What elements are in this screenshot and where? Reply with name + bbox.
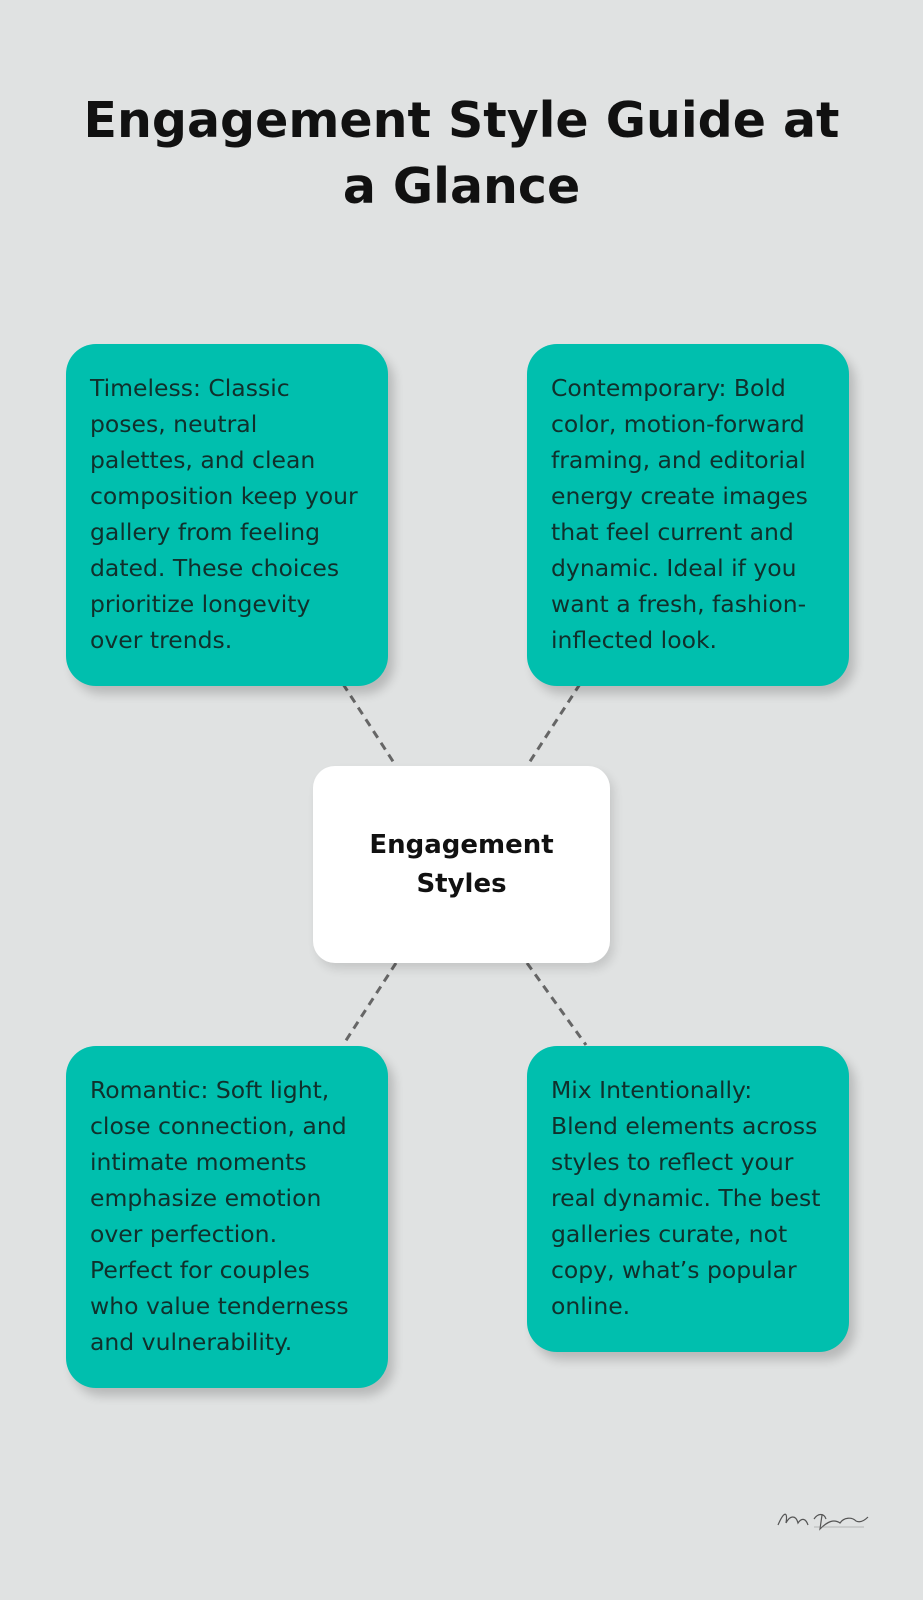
- connector-top-right: [525, 683, 582, 767]
- card-mix-intentionally: Mix Intentionally: Blend elements across…: [527, 1046, 849, 1352]
- signature-logo: [777, 1513, 869, 1531]
- card-timeless: Timeless: Classic poses, neutral palette…: [66, 344, 388, 686]
- card-romantic: Romantic: Soft light, close connection, …: [66, 1046, 388, 1388]
- connector-top-left: [341, 683, 398, 767]
- card-contemporary: Contemporary: Bold color, motion-forward…: [527, 344, 849, 686]
- page-title: Engagement Style Guide at a Glance: [83, 92, 840, 215]
- center-label: Engagement Styles: [369, 829, 554, 899]
- center-node: Engagement Styles: [313, 766, 610, 963]
- connector-bottom-left: [341, 962, 398, 1046]
- connector-bottom-right: [525, 962, 588, 1046]
